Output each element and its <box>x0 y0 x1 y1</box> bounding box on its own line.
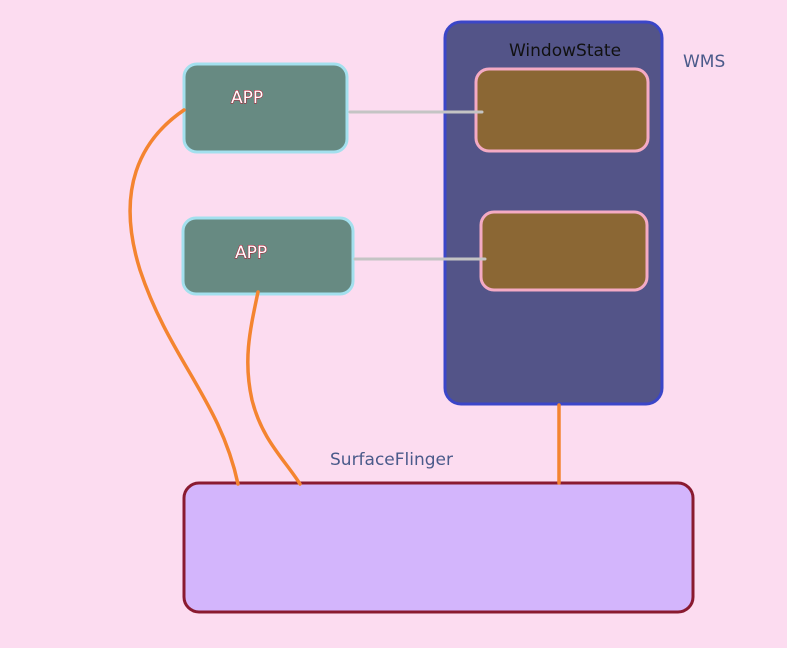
window-state-box-1 <box>474 67 650 153</box>
app-box-1 <box>182 62 349 154</box>
app-box-2 <box>181 216 355 296</box>
connector-app1-surfaceflinger <box>128 108 240 486</box>
window-state-label: WindowState <box>509 41 621 61</box>
wms-label: WMS <box>683 52 725 72</box>
surface-flinger-label: SurfaceFlinger <box>330 450 453 470</box>
connector-app2-surfaceflinger <box>246 290 302 486</box>
app-label-2: APP <box>235 243 267 263</box>
window-state-box-2 <box>479 210 649 292</box>
surface-flinger-box <box>182 481 695 614</box>
app-label-1: APP <box>231 88 263 108</box>
